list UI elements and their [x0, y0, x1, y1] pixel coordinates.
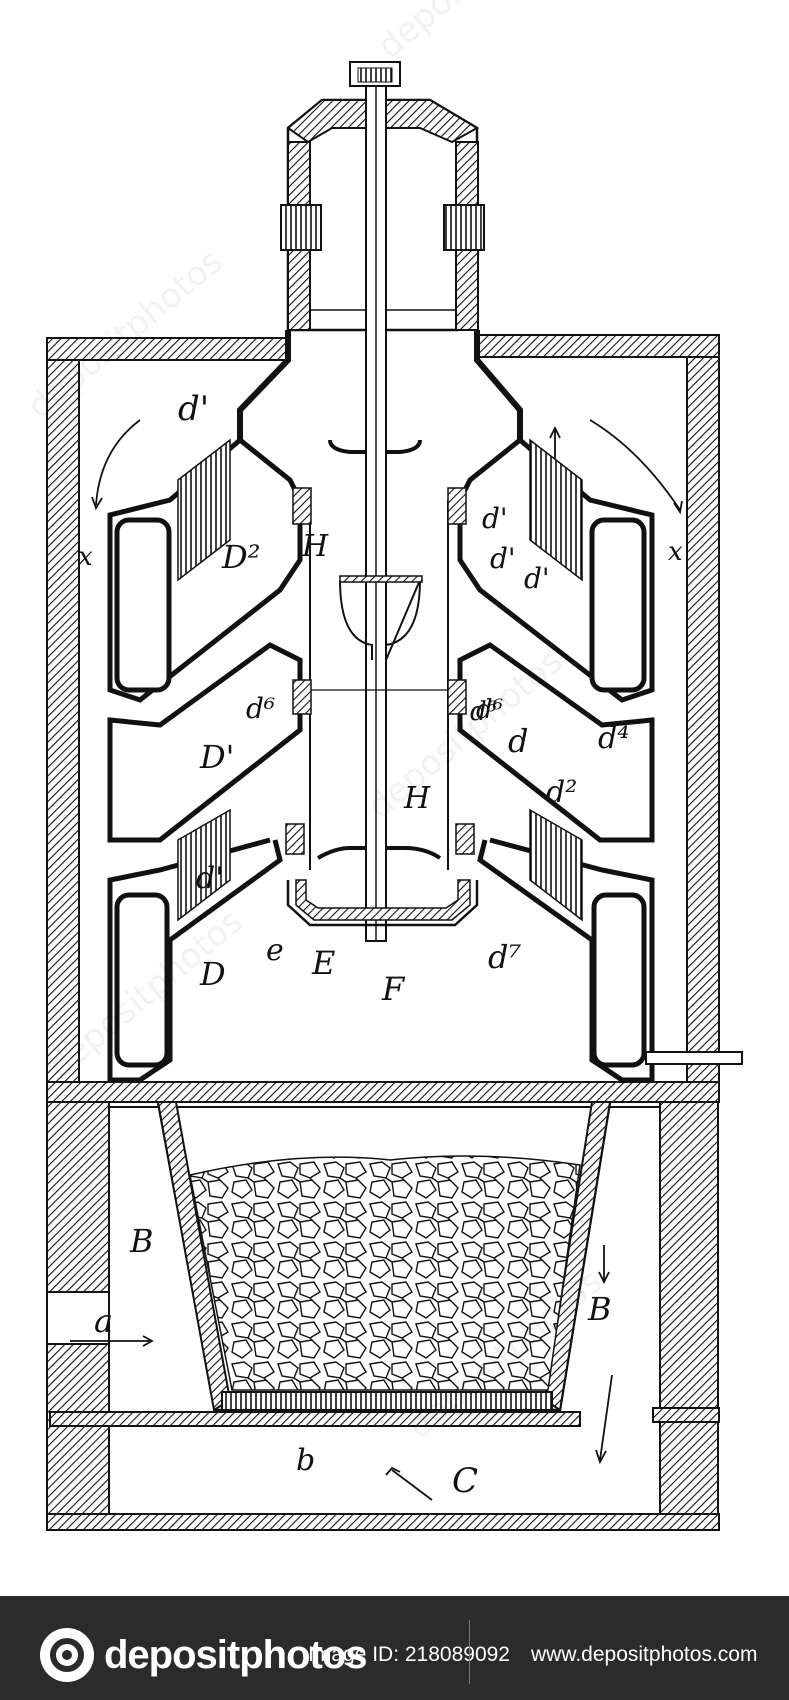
label-B-left: B	[129, 1222, 154, 1260]
label-D2: D²	[221, 538, 260, 576]
footer-divider	[469, 1620, 470, 1684]
label-d-prime-mid-left: d'	[196, 861, 223, 896]
brand-name: depositphotos	[104, 1633, 368, 1677]
label-x-right: x	[668, 537, 683, 567]
label-d2: d²	[546, 775, 577, 810]
label-a: a	[94, 1302, 113, 1340]
label-b: b	[296, 1443, 315, 1478]
label-d-right-upper2: d'	[490, 542, 516, 575]
svg-text:depositphotos: depositphotos	[370, 0, 580, 67]
stock-footer-bar: depositphotos Image ID: 218089092 www.de…	[0, 1596, 789, 1700]
camera-aperture-icon	[40, 1628, 94, 1682]
label-d-right-upper1: d'	[482, 502, 508, 535]
outer-casing	[46, 334, 720, 1108]
diagram-labels: d' x D² H d⁶ D' d' D e E F H d⁶ d' d' d'…	[78, 389, 683, 1501]
central-shaft	[365, 85, 387, 942]
left-chambers	[107, 438, 312, 1083]
label-d-prime-top-left: d'	[178, 389, 209, 429]
label-H-lower: H	[403, 781, 431, 816]
firebox	[46, 1101, 720, 1531]
image-id: Image ID: 218089092	[308, 1643, 510, 1666]
label-d6-left: d⁶	[246, 692, 275, 725]
right-chambers	[447, 438, 743, 1083]
rotation-arrows	[91, 419, 683, 515]
label-d7: d⁷	[488, 938, 521, 976]
label-d-right-mid: d	[508, 722, 528, 760]
label-D: D	[199, 955, 226, 993]
label-D-prime: D'	[199, 738, 234, 776]
site-url[interactable]: www.depositphotos.com	[531, 1643, 758, 1666]
label-C: C	[452, 1461, 478, 1501]
furnace-cross-section-diagram: d' x D² H d⁶ D' d' D e E F H d⁶ d' d' d'…	[20, 0, 743, 1531]
label-d-prime-right-upper: d'	[524, 562, 550, 595]
label-d4: d⁴	[598, 721, 629, 756]
label-d6-right: d⁶	[470, 697, 497, 727]
label-d6-right-mid: d⁶	[476, 695, 503, 725]
label-H-upper: H	[301, 529, 329, 564]
label-F: F	[381, 970, 406, 1008]
label-x-left: x	[78, 542, 93, 572]
label-e: e	[266, 933, 284, 968]
svg-text:depositphotos: depositphotos	[360, 641, 570, 827]
label-E: E	[311, 944, 335, 982]
label-B-right: B	[587, 1290, 612, 1328]
